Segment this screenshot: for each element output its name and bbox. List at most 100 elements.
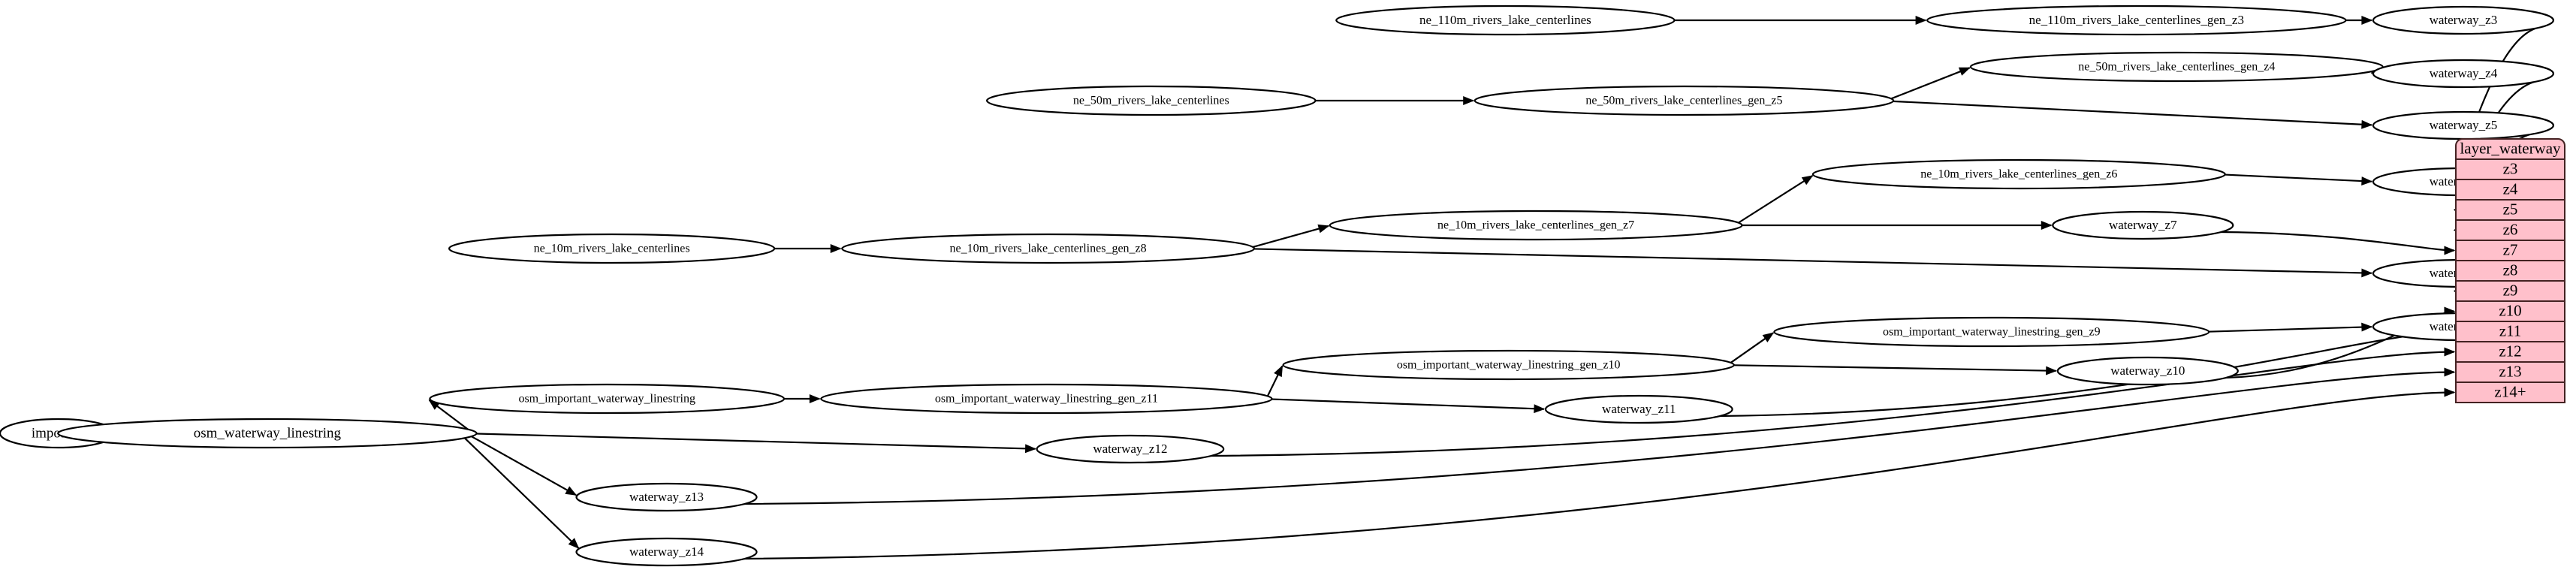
node-label: waterway_z5	[2430, 118, 2498, 132]
edge-ne_50m_rivers_lake_centerlines_gen_z5-to-ne_50m_rivers_lake_centerlines_gen_z4	[1888, 67, 1971, 101]
layer-table-row-z4[interactable]	[2455, 179, 2565, 201]
node-label: ne_110m_rivers_lake_centerlines	[1419, 13, 1591, 27]
edge-arrowhead	[1317, 224, 1330, 234]
edge-arrowhead	[2361, 16, 2373, 25]
layer-table-row-z12[interactable]	[2455, 341, 2565, 363]
edge-arrowhead	[830, 244, 842, 253]
node-ellipse	[1335, 5, 1676, 36]
node-osm_waterway_linestring[interactable]: osm_waterway_linestring	[57, 418, 478, 449]
edge-waterway_z13-to-layer_waterwayz13	[744, 371, 2455, 505]
node-osm_important_waterway_linestring_gen_z11[interactable]: osm_important_waterway_linestring_gen_z1…	[820, 383, 1273, 415]
node-osm_important_waterway_linestring_gen_z10[interactable]: osm_important_waterway_linestring_gen_z1…	[1282, 349, 1735, 381]
layer-table-row-z6[interactable]	[2455, 219, 2565, 241]
edge-arrowhead	[2361, 322, 2373, 332]
layer-table-row-z10[interactable]	[2455, 300, 2565, 322]
layer-table-cell-z14plus: z14+	[2494, 382, 2526, 400]
node-waterway_z4[interactable]: waterway_z4	[2372, 59, 2554, 89]
layer-waterway-table: layer_waterwayz3z4z5z6z7z8z9z10z11z12z13…	[2455, 138, 2565, 403]
node-ne_10m_rivers_lake_centerlines[interactable]: ne_10m_rivers_lake_centerlines	[448, 233, 776, 264]
node-ne_10m_rivers_lake_centerlines_gen_z8[interactable]: ne_10m_rivers_lake_centerlines_gen_z8	[841, 233, 1256, 264]
layer-table-cell-z10: z10	[2499, 301, 2521, 319]
edge-osm_waterway_linestring-to-waterway_z13	[469, 434, 577, 496]
edge-arrowhead	[1463, 96, 1475, 105]
node-label: waterway_z11	[1602, 402, 1676, 416]
node-waterway_z14[interactable]: waterway_z14	[575, 537, 758, 567]
layer-table-cell-z3: z3	[2503, 159, 2518, 177]
edge-arrowhead	[2444, 367, 2456, 377]
node-ellipse	[1036, 434, 1225, 464]
edge-arrowhead	[565, 486, 578, 496]
node-ne_50m_rivers_lake_centerlines[interactable]: ne_50m_rivers_lake_centerlines	[986, 85, 1317, 116]
node-label: osm_waterway_linestring	[194, 425, 342, 441]
edge-arrowhead	[1958, 67, 1971, 76]
node-label: waterway_z7	[2109, 218, 2177, 232]
edge-waterway_z12-to-layer_waterwayz12	[1210, 351, 2455, 457]
node-ellipse	[1329, 210, 1743, 241]
edge-arrowhead	[2444, 388, 2456, 397]
edge-arrowhead	[2361, 268, 2373, 278]
edge-arrowhead	[809, 394, 821, 403]
layer-table-cell-z7: z7	[2503, 240, 2518, 258]
node-ne_10m_rivers_lake_centerlines_gen_z7[interactable]: ne_10m_rivers_lake_centerlines_gen_z7	[1329, 210, 1743, 241]
edge-arrowhead	[1274, 365, 1283, 378]
node-ellipse	[2372, 59, 2554, 89]
node-ellipse	[448, 233, 776, 264]
node-waterway_z5[interactable]: waterway_z5	[2372, 110, 2554, 140]
edge-arrowhead	[1024, 444, 1036, 454]
node-ne_10m_rivers_lake_centerlines_gen_z6[interactable]: ne_10m_rivers_lake_centerlines_gen_z6	[1811, 158, 2226, 190]
node-ellipse	[986, 85, 1317, 116]
node-label: osm_important_waterway_linestring_gen_z9	[1883, 326, 2101, 339]
node-waterway_z10[interactable]: waterway_z10	[2056, 356, 2239, 386]
node-waterway_z11[interactable]: waterway_z11	[1544, 394, 1733, 424]
layer-table-row-z7[interactable]	[2455, 240, 2565, 261]
edge-ne_10m_rivers_lake_centerlines_gen_z6-to-waterway_z6	[2221, 173, 2372, 182]
node-waterway_z7[interactable]: waterway_z7	[2052, 210, 2234, 240]
node-label: osm_important_waterway_linestring_gen_z1…	[1397, 359, 1621, 372]
node-ellipse	[575, 482, 758, 512]
node-label: ne_50m_rivers_lake_centerlines_gen_z5	[1585, 95, 1782, 107]
node-osm_important_waterway_linestring[interactable]: osm_important_waterway_linestring	[429, 383, 786, 415]
node-ne_50m_rivers_lake_centerlines_gen_z5[interactable]: ne_50m_rivers_lake_centerlines_gen_z5	[1474, 85, 1895, 116]
edge-waterway_z14-to-layer_waterwayz14	[744, 391, 2455, 560]
layer-table-cell-z8: z8	[2503, 261, 2518, 279]
layer-table-cell-z5: z5	[2503, 200, 2518, 218]
edge-arrowhead	[2041, 221, 2053, 230]
edge-arrowhead	[1762, 332, 1775, 342]
node-label: waterway_z12	[1093, 442, 1167, 456]
node-ellipse	[2372, 5, 2554, 35]
layer-table-row-z11[interactable]	[2455, 321, 2565, 342]
edge-osm_important_waterway_linestring_gen_z10-to-waterway_z10	[1729, 364, 2056, 372]
layer-table-row-z5[interactable]	[2455, 199, 2565, 221]
edge-ne_10m_rivers_lake_centerlines_gen_z8-to-waterway_z8	[1250, 248, 2372, 274]
layer-table-cell-z12: z12	[2499, 342, 2521, 360]
layer-table-row-z13[interactable]	[2455, 361, 2565, 383]
node-osm_important_waterway_linestring_gen_z9[interactable]: osm_important_waterway_linestring_gen_z9	[1773, 316, 2210, 348]
node-ne_110m_rivers_lake_centerlines_gen_z3[interactable]: ne_110m_rivers_lake_centerlines_gen_z3	[1926, 5, 2347, 36]
node-label: osm_important_waterway_linestring	[518, 393, 695, 406]
layer-table-row-z8[interactable]	[2455, 260, 2565, 282]
node-waterway_z13[interactable]: waterway_z13	[575, 482, 758, 512]
node-ne_50m_rivers_lake_centerlines_gen_z4[interactable]: ne_50m_rivers_lake_centerlines_gen_z4	[1969, 51, 2384, 83]
edge-osm_waterway_linestring-to-waterway_z14	[463, 436, 580, 549]
node-label: ne_110m_rivers_lake_centerlines_gen_z3	[2029, 13, 2244, 27]
layer-table-row-z3[interactable]	[2455, 158, 2565, 180]
node-ellipse	[575, 537, 758, 567]
node-label: osm_important_waterway_linestring_gen_z1…	[935, 393, 1158, 406]
node-ellipse	[57, 418, 478, 449]
nodes-layer: imposm3osm_waterway_linestringosm_import…	[0, 5, 2554, 567]
node-label: waterway_z14	[629, 544, 704, 559]
node-ne_110m_rivers_lake_centerlines[interactable]: ne_110m_rivers_lake_centerlines	[1335, 5, 1676, 36]
node-label: waterway_z13	[629, 490, 704, 504]
node-ellipse	[820, 383, 1273, 415]
layer-table-cell-z13: z13	[2499, 362, 2521, 380]
edge-ne_10m_rivers_lake_centerlines_gen_z7-to-ne_10m_rivers_lake_centerlines_gen_z6	[1736, 175, 1813, 225]
layer-table-row-z14plus[interactable]	[2455, 381, 2565, 403]
layer-table-title: layer_waterway	[2460, 139, 2561, 157]
node-waterway_z3[interactable]: waterway_z3	[2372, 5, 2554, 35]
node-ellipse	[1773, 316, 2210, 348]
node-label: ne_10m_rivers_lake_centerlines_gen_z6	[1920, 168, 2117, 181]
node-label: ne_10m_rivers_lake_centerlines_gen_z7	[1437, 219, 1634, 232]
node-label: ne_10m_rivers_lake_centerlines	[534, 243, 690, 255]
node-waterway_z12[interactable]: waterway_z12	[1036, 434, 1225, 464]
